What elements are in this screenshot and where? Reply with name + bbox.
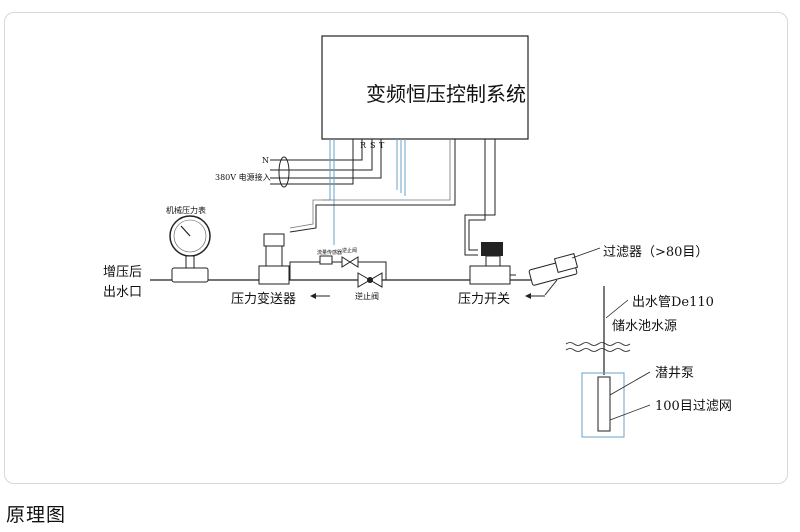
power-supply-label: 380V 电源接入 [215,172,271,182]
transmitter-wire [289,139,456,233]
control-box [321,35,529,140]
flow-arrow-right [525,293,545,299]
pump-leader [609,371,651,396]
transmitter-label: 压力变送器 [231,291,296,307]
pressure-switch [469,242,516,285]
pressure-gauge [169,215,211,283]
outlet-label-line2: 出水口 [103,285,142,300]
signal-wires [322,139,406,245]
control-box-title: 变频恒压控制系统 [366,82,526,106]
small-valve [341,256,351,268]
neutral-label: N [262,156,269,165]
pipe-label: 出水管De110 [632,295,714,310]
switch-wire-2 [464,139,496,256]
outlet-label-line1: 增压后 [103,265,142,280]
pipe-leader [605,299,629,319]
gauge-label: 机械压力表 [166,205,206,215]
reservoir-label: 储水池水源 [612,319,677,334]
bypass-pipe [289,261,387,280]
filter-leader [571,247,601,259]
well-casing [581,372,625,438]
submersible-pump [597,376,611,432]
power-wires [270,139,382,185]
transmitter-wire-2 [289,139,451,229]
water-surface [565,342,631,352]
small-valve-label: 逆止阀 [342,247,357,254]
flow-arrow-left [310,293,330,299]
filter [528,253,579,296]
phase-r-label: R [360,141,367,150]
pressure-switch-label: 压力开关 [458,292,510,307]
flow-sensor-label: 流量传感器 [317,249,342,256]
screen-leader [609,404,651,421]
check-valve [357,272,383,288]
caption: 原理图 [6,504,67,526]
phase-t-label: T [379,141,385,150]
small-valve-b [349,256,359,268]
screen-label: 100目过滤网 [655,399,732,414]
flow-sensor [319,255,333,265]
phase-s-label: S [370,141,375,150]
switch-wire [468,139,486,251]
cable-bundle [278,156,290,188]
pump-label: 潜井泵 [655,366,694,381]
check-valve-label: 逆止阀 [355,291,379,301]
pressure-transmitter [258,233,290,285]
filter-label: 过滤器（>80目） [603,245,708,260]
